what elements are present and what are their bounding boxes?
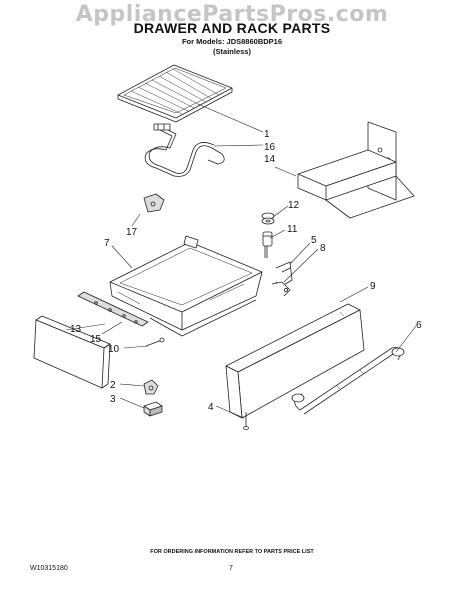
screw-4-drawing [243,412,249,430]
leader-lines [65,103,417,419]
page-title: DRAWER AND RACK PARTS [133,20,331,36]
drawer-bracket-drawing [271,261,293,297]
mounting-strip-drawing [77,291,149,327]
callout-3: 3 [110,394,116,405]
callout-5: 5 [311,235,317,246]
drawer-handle-drawing [291,347,405,415]
callout-1: 1 [264,129,270,140]
callout-15: 15 [90,334,102,345]
callout-13: 13 [70,324,82,335]
block-3-drawing [143,401,163,417]
callout-4: 4 [208,402,214,413]
document-number: W10315180 [30,565,68,572]
callout-12: 12 [288,200,300,211]
oven-rack-drawing [117,64,233,123]
callout-9: 9 [370,281,376,292]
callout-16: 16 [264,142,276,153]
finish-line: (Stainless) [213,47,251,56]
callout-7: 7 [104,238,110,249]
callout-11: 11 [287,224,298,235]
bushing-drawing [261,212,275,225]
models-line: For Models: JDS8860BDP16 [181,37,283,46]
page-number: 7 [229,565,233,572]
watermark-text: AppliancePartsPros.com [75,2,389,27]
callout-14: 14 [264,154,276,165]
callout-2: 2 [110,380,116,391]
callout-8: 8 [320,243,326,254]
drawer-pan-drawing [109,235,263,337]
callout-10: 10 [108,344,120,355]
roller-pin-drawing [262,231,273,258]
screw-10-drawing [145,337,165,347]
drawer-front-drawing [225,303,365,419]
drawer-back-panel-drawing [33,315,111,389]
drawer-glide-drawing [297,121,415,219]
callout-17: 17 [126,227,138,238]
callout-6: 6 [416,320,422,331]
ordering-note: FOR ORDERING INFORMATION REFER TO PARTS … [150,549,314,555]
drawer-heating-element-drawing [144,123,225,177]
cap-2-drawing [143,379,159,395]
heater-bracket-drawing [143,193,165,213]
